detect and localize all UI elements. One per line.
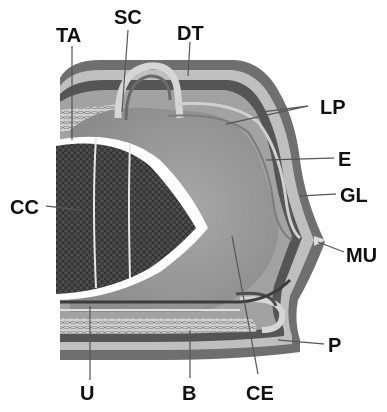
label-u: U [80, 383, 94, 405]
label-lp: LP [320, 97, 346, 119]
label-dt: DT [177, 23, 204, 45]
label-ta: TA [56, 25, 81, 47]
bone-seam-2 [129, 144, 130, 278]
label-gl: GL [340, 185, 368, 207]
label-cc: CC [10, 197, 39, 219]
label-mu: MU [346, 245, 377, 267]
label-ce: CE [246, 383, 274, 405]
label-sc: SC [114, 7, 142, 29]
label-b: B [182, 383, 196, 405]
label-p: P [328, 335, 341, 357]
label-e: E [338, 149, 351, 171]
